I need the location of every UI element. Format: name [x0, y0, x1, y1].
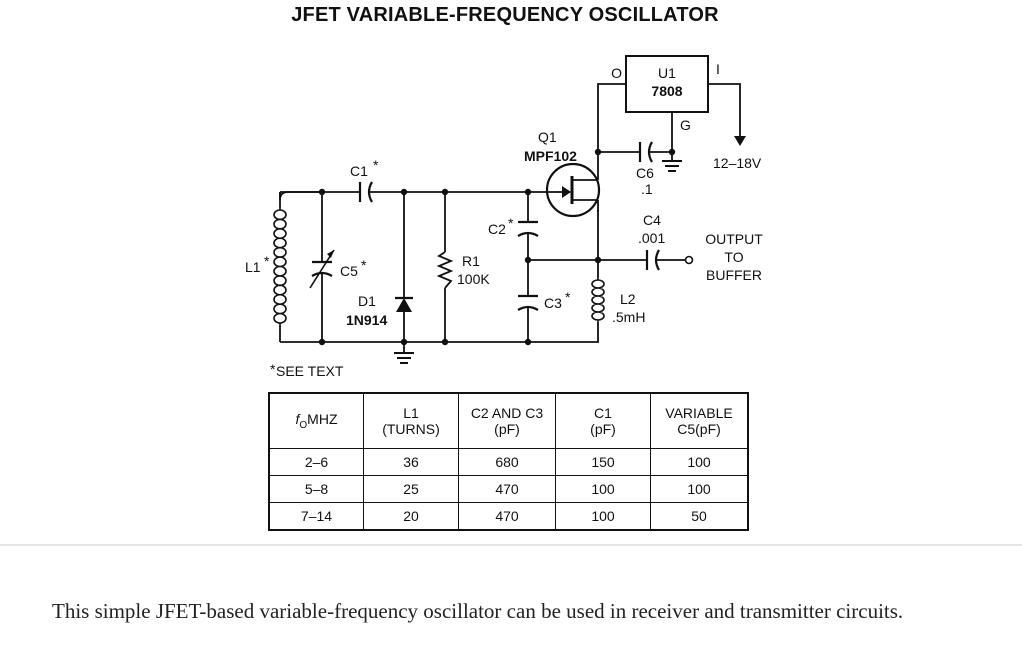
- see-text-note: * SEE TEXT: [270, 361, 344, 379]
- table-cell: 100: [650, 475, 749, 503]
- c4-capacitor: C4 .001: [638, 212, 665, 271]
- table-cell: 50: [650, 502, 749, 531]
- l1-mark: *: [264, 253, 270, 269]
- l1-ref: L1: [245, 259, 261, 275]
- c5-ref: C5: [340, 263, 358, 279]
- wires: [279, 83, 741, 352]
- note-text: SEE TEXT: [276, 363, 344, 379]
- supply-label: 12–18V: [713, 155, 762, 171]
- output-line-1: OUTPUT: [705, 231, 763, 247]
- table-row: 2–6 36 680 150 100: [268, 448, 749, 476]
- page-divider: [0, 544, 1022, 546]
- u1-pin-i: I: [716, 61, 720, 77]
- q1-part: MPF102: [524, 148, 577, 164]
- schematic: U1 7808 O I G 12–18V C6 .1 Q1 MPF102: [245, 55, 763, 379]
- u1-pin-g: G: [680, 117, 691, 133]
- c6-value: .1: [641, 181, 653, 197]
- c4-ref: C4: [643, 212, 661, 228]
- header-l1: L1(TURNS): [363, 392, 459, 449]
- table-cell: 36: [363, 448, 459, 476]
- c5-mark: *: [361, 257, 367, 273]
- output-line-3: BUFFER: [706, 267, 762, 283]
- figure-caption: This simple JFET-based variable-frequenc…: [52, 599, 904, 623]
- table-cell: 470: [458, 502, 556, 531]
- r1-value: 100K: [457, 271, 490, 287]
- table-cell: 20: [363, 502, 459, 531]
- table-cell: 100: [555, 502, 651, 531]
- diagram-title: JFET VARIABLE-FREQUENCY OSCILLATOR: [291, 4, 719, 26]
- c2-ref: C2: [488, 221, 506, 237]
- table-cell: 100: [555, 475, 651, 503]
- c3-mark: *: [565, 289, 571, 305]
- note-mark: *: [270, 361, 276, 377]
- l2-value: .5mH: [612, 309, 645, 325]
- c1-mark: *: [373, 157, 379, 173]
- r1-ref: R1: [462, 253, 480, 269]
- c3-capacitor: C3 *: [517, 289, 571, 311]
- c6-ref: C6: [636, 165, 654, 181]
- table-row: 7–14 20 470 100 50: [268, 502, 749, 531]
- q1-ref: Q1: [538, 129, 557, 145]
- supply-arrow-icon: [734, 136, 746, 146]
- header-c2-c3: C2 AND C3(pF): [458, 392, 556, 449]
- r1-resistor: R1 100K: [436, 251, 490, 289]
- output-line-2: TO: [724, 249, 743, 265]
- table-cell: 470: [458, 475, 556, 503]
- u1-part: 7808: [651, 83, 682, 99]
- table-cell: 150: [555, 448, 651, 476]
- junction-dots: [318, 148, 676, 346]
- c3-ref: C3: [544, 295, 562, 311]
- u1-pin-o: O: [611, 65, 622, 81]
- output-label: OUTPUT TO BUFFER: [705, 231, 763, 283]
- header-c1: C1(pF): [555, 392, 651, 449]
- table-cell: 680: [458, 448, 556, 476]
- c6-capacitor: C6 .1: [636, 141, 654, 197]
- table-cell: 2–6: [268, 448, 364, 476]
- ground-icon: [394, 352, 414, 364]
- table-cell: 25: [363, 475, 459, 503]
- component-table: fOMHZ L1(TURNS) C2 AND C3(pF) C1(pF) VAR…: [268, 392, 749, 531]
- table-header-row: fOMHZ L1(TURNS) C2 AND C3(pF) C1(pF) VAR…: [268, 392, 749, 449]
- l2-inductor: L2 .5mH: [591, 278, 645, 325]
- table-cell: 7–14: [268, 502, 364, 531]
- c4-value: .001: [638, 230, 665, 246]
- c1-ref: C1: [350, 163, 368, 179]
- d1-diode: D1 1N914: [346, 293, 413, 328]
- table-cell: 5–8: [268, 475, 364, 503]
- c2-capacitor: C2 *: [488, 215, 539, 237]
- u1-ref: U1: [658, 65, 676, 81]
- output-terminal-icon: [684, 255, 694, 265]
- u1-regulator: U1 7808 O I G: [611, 55, 720, 133]
- l1-inductor: L1 *: [245, 208, 287, 325]
- header-frequency: fOMHZ: [268, 392, 364, 449]
- d1-part: 1N914: [346, 312, 387, 328]
- table-cell: 100: [650, 448, 749, 476]
- q1-jfet: Q1 MPF102: [524, 129, 601, 218]
- ground-icon: [662, 160, 682, 172]
- c1-capacitor: C1 *: [350, 157, 379, 203]
- d1-ref: D1: [358, 293, 376, 309]
- l2-ref: L2: [620, 291, 636, 307]
- c5-variable-capacitor: C5 *: [309, 249, 367, 289]
- table-row: 5–8 25 470 100 100: [268, 475, 749, 503]
- c2-mark: *: [508, 215, 514, 231]
